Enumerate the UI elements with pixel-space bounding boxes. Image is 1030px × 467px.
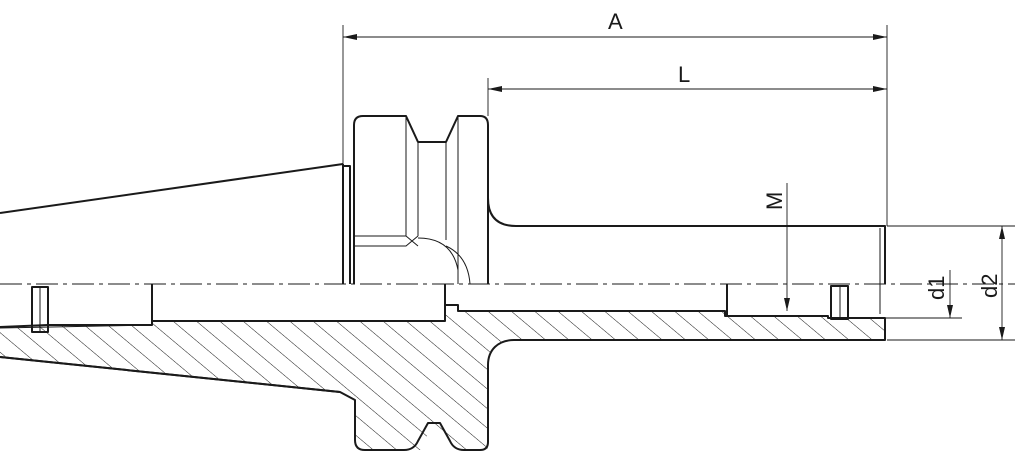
dim-d2-arrow-bottom <box>999 327 1005 340</box>
flange-key <box>354 235 419 247</box>
flange-fillet-2 <box>445 245 471 285</box>
taper-step <box>343 165 351 284</box>
section-hatch <box>0 305 885 450</box>
dim-a-label: A <box>608 9 623 34</box>
dim-m-arrow <box>784 298 790 311</box>
flange-outline <box>353 115 489 284</box>
dim-l-arrow-left <box>488 86 502 92</box>
flange-fillet <box>417 237 459 284</box>
taper-upper-line <box>0 163 344 214</box>
section-taper-line <box>0 356 341 393</box>
dim-d1-arrow <box>947 305 953 318</box>
section-outline <box>0 304 886 451</box>
bore-upper <box>151 284 446 321</box>
dim-d2-arrow-top <box>999 226 1005 239</box>
dim-l-arrow-right <box>873 86 887 92</box>
dim-a-arrow-left <box>343 34 357 40</box>
bore-line-lower <box>0 324 153 329</box>
dim-d1-label: d1 <box>924 276 949 300</box>
dim-d2-label: d2 <box>977 274 1002 298</box>
dim-a-arrow-right <box>873 34 887 40</box>
dim-m-label: M <box>762 192 787 210</box>
shank-upper-outline <box>487 125 886 284</box>
dim-l-label: L <box>678 62 690 87</box>
